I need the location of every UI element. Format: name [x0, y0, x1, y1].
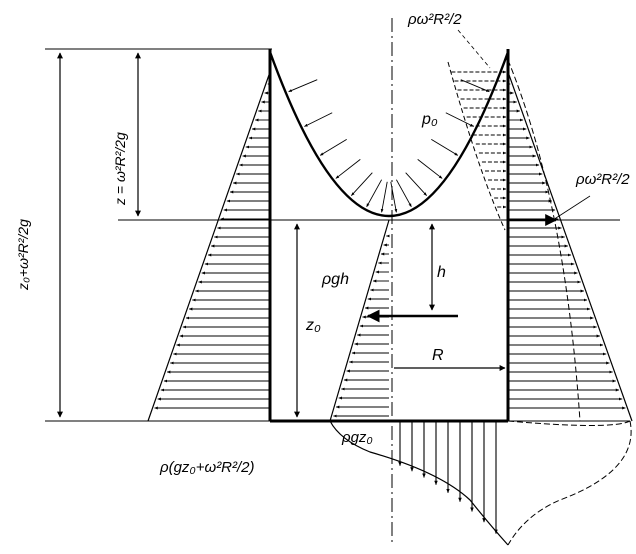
label-p0: p₀ [421, 111, 438, 128]
surface-pressure-arrow [395, 179, 412, 208]
right-triangle-edge [507, 71, 633, 422]
surface-pressure-arrow [417, 159, 443, 179]
right-dashed-curve [507, 59, 581, 422]
surface-pressure-arrow [460, 79, 490, 93]
label-h: h [437, 264, 446, 281]
right-dynamic-leader [555, 195, 591, 219]
top-dynamic-arrows [451, 70, 507, 209]
surface-pressure-arrow [319, 138, 347, 156]
label-total-formula: z₀+ω²R²/2g [15, 219, 31, 291]
top-dynamic-dashed-edge [447, 61, 506, 231]
label-z-formula: z = ω²R²/2g [112, 132, 128, 206]
free-surface-paraboloid [268, 51, 510, 218]
label-z0: z₀ [305, 317, 321, 334]
surface-pressure-arrow [431, 138, 459, 156]
surface-pressure-arrow [380, 181, 388, 213]
surface-pressure-arrow [335, 159, 361, 179]
surface-pressure-arrow [405, 172, 427, 196]
surface-pressure-arrow [351, 172, 373, 196]
label-right-dynamic: ρω²R²/2 [575, 171, 630, 188]
surface-pressure-arrow [390, 181, 398, 213]
label-bottom-formula: ρ(gz₀+ω²R²/2) [159, 459, 255, 476]
bottom-dashed-curve [507, 420, 631, 426]
label-rho-g-h: ρgh [321, 271, 349, 288]
surface-pressure-arrow [366, 179, 383, 208]
label-R: R [432, 347, 444, 364]
bottom-pressure-curve [329, 420, 509, 546]
top-dynamic-leader [457, 29, 491, 69]
right-wall-pressure-arrows [507, 82, 626, 410]
left-wall-pressure-arrows [154, 82, 272, 410]
surface-pressure-arrow [445, 112, 474, 127]
inner-triangle-left-edge [329, 219, 390, 422]
inner-pressure-arrows [333, 234, 390, 418]
bottom-dashed-outline [507, 420, 632, 546]
left-triangle-edge [147, 71, 271, 422]
label-top-dynamic: ρω²R²/2 [407, 11, 462, 28]
label-rho-g-z0: ρgz₀ [341, 429, 373, 446]
surface-pressure-arrow [288, 79, 318, 93]
surface-pressure-arrow [304, 112, 333, 127]
bottom-pressure-arrows [398, 421, 498, 535]
surface-pressure-arrows [288, 79, 490, 213]
